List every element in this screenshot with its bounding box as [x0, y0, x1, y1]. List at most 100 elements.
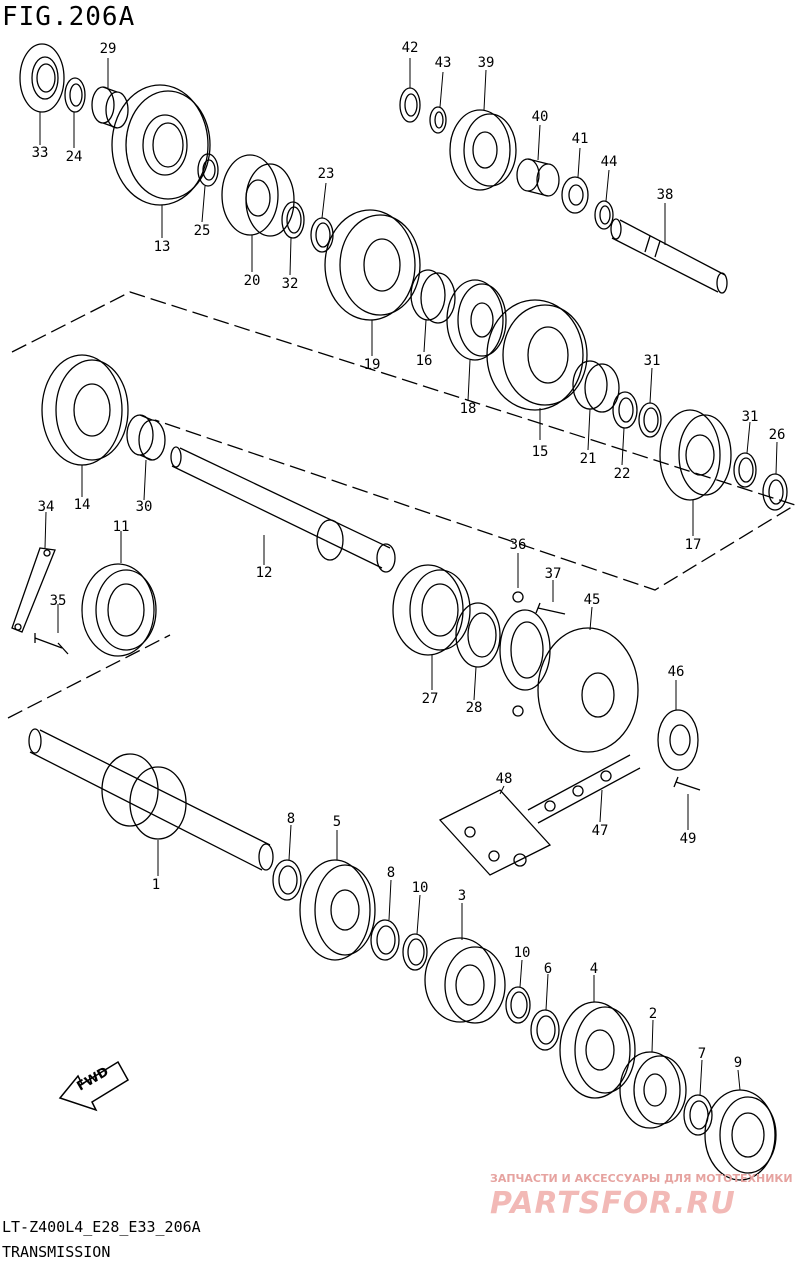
callout-16: 16 — [415, 353, 433, 369]
callout-44: 44 — [600, 154, 618, 170]
circlip-31a — [638, 402, 662, 438]
bearing-9 — [704, 1089, 777, 1181]
callout-12: 12 — [255, 565, 273, 581]
callout-15: 15 — [531, 444, 549, 460]
callout-30: 30 — [135, 499, 153, 515]
circlip-32 — [281, 201, 305, 239]
callout-19: 19 — [363, 357, 381, 373]
callout-13: 13 — [153, 239, 171, 255]
callout-6: 6 — [543, 961, 553, 977]
callout-47: 47 — [591, 823, 609, 839]
gear-15 — [486, 299, 588, 411]
diagram-title: TRANSMISSION — [2, 1243, 111, 1261]
callout-10-upper: 10 — [411, 880, 429, 896]
callout-20: 20 — [243, 273, 261, 289]
bearing-33 — [19, 43, 65, 113]
washer-43 — [429, 106, 447, 134]
callout-42: 42 — [401, 40, 419, 56]
callout-1: 1 — [151, 877, 161, 893]
callout-31-lower: 31 — [741, 409, 759, 425]
washer-41 — [561, 176, 589, 214]
callout-11: 11 — [112, 519, 130, 535]
gear-20 — [221, 154, 295, 237]
gear-17 — [659, 409, 732, 501]
callout-18: 18 — [459, 401, 477, 417]
joint-kit-48 — [438, 789, 552, 876]
callout-39: 39 — [477, 55, 495, 71]
callout-27: 27 — [421, 691, 439, 707]
plate-34 — [11, 547, 56, 633]
callout-9: 9 — [733, 1055, 743, 1071]
bolt-49 — [673, 776, 701, 791]
screw-35 — [34, 633, 69, 655]
callout-40: 40 — [531, 109, 549, 125]
washer-25 — [197, 153, 219, 187]
callout-3: 3 — [457, 888, 467, 904]
callout-33: 33 — [31, 145, 49, 161]
oil-seal-28 — [455, 602, 501, 668]
callout-43: 43 — [434, 55, 452, 71]
driveshaft-group-outline — [7, 634, 171, 719]
callout-7: 7 — [697, 1046, 707, 1062]
gear-39 — [449, 109, 517, 191]
retainer-36 — [499, 591, 551, 717]
bearing-21 — [572, 360, 620, 413]
gear-13 — [111, 84, 211, 206]
callout-14: 14 — [73, 497, 91, 513]
washer-22 — [612, 391, 638, 429]
callout-2: 2 — [648, 1006, 658, 1022]
callout-5: 5 — [332, 814, 342, 830]
washer-23 — [310, 217, 334, 253]
watermark-logo: PARTSFOR.RU — [490, 1186, 736, 1221]
fwd-arrow-icon — [58, 1060, 130, 1112]
callout-48: 48 — [495, 771, 513, 787]
callout-29: 29 — [99, 41, 117, 57]
plate-46 — [657, 709, 699, 771]
washer-8b — [370, 919, 400, 961]
washer-8a — [272, 859, 302, 901]
callout-45: 45 — [583, 592, 601, 608]
callout-46: 46 — [667, 664, 685, 680]
bushing-40 — [516, 158, 560, 197]
watermark-caption: ЗАПЧАСТИ И АКСЕССУАРЫ ДЛЯ МОТОТЕХНИКИ — [490, 1172, 793, 1185]
callout-34: 34 — [37, 499, 55, 515]
callout-22: 22 — [613, 466, 631, 482]
callout-4: 4 — [589, 961, 599, 977]
bearing-27 — [392, 564, 471, 656]
callout-8-upper: 8 — [286, 811, 296, 827]
countershaft-group-outline — [11, 291, 797, 591]
washer-6 — [530, 1009, 560, 1051]
gear-3 — [424, 937, 506, 1024]
circlip-31b — [733, 452, 757, 488]
chain-47 — [527, 754, 641, 824]
bearing-16 — [410, 269, 456, 324]
callout-38: 38 — [656, 187, 674, 203]
callout-8-lower: 8 — [386, 865, 396, 881]
leader-lines — [39, 58, 778, 1096]
shaft-38 — [610, 218, 728, 294]
callout-21: 21 — [579, 451, 597, 467]
countershaft-12 — [170, 446, 396, 573]
gear-4 — [559, 1001, 636, 1099]
callout-24: 24 — [65, 149, 83, 165]
callout-37: 37 — [544, 566, 562, 582]
washer-26 — [762, 473, 788, 511]
diagram-code: LT-Z400L4_E28_E33_206A — [2, 1218, 201, 1236]
callout-35: 35 — [49, 593, 67, 609]
gear-2 — [619, 1051, 687, 1129]
driveshaft-1 — [28, 728, 274, 871]
gear-14 — [41, 354, 129, 466]
figure-title: FIG.206A — [2, 2, 136, 32]
washer-42 — [399, 87, 421, 123]
gear-18 — [446, 279, 507, 361]
callout-31-upper: 31 — [643, 353, 661, 369]
callout-28: 28 — [465, 700, 483, 716]
circlip-44 — [594, 200, 614, 230]
sprocket-45 — [537, 627, 639, 753]
callout-26: 26 — [768, 427, 786, 443]
callout-10-lower: 10 — [513, 945, 531, 961]
callout-49: 49 — [679, 831, 697, 847]
callout-25: 25 — [193, 223, 211, 239]
screw-37 — [535, 602, 566, 615]
